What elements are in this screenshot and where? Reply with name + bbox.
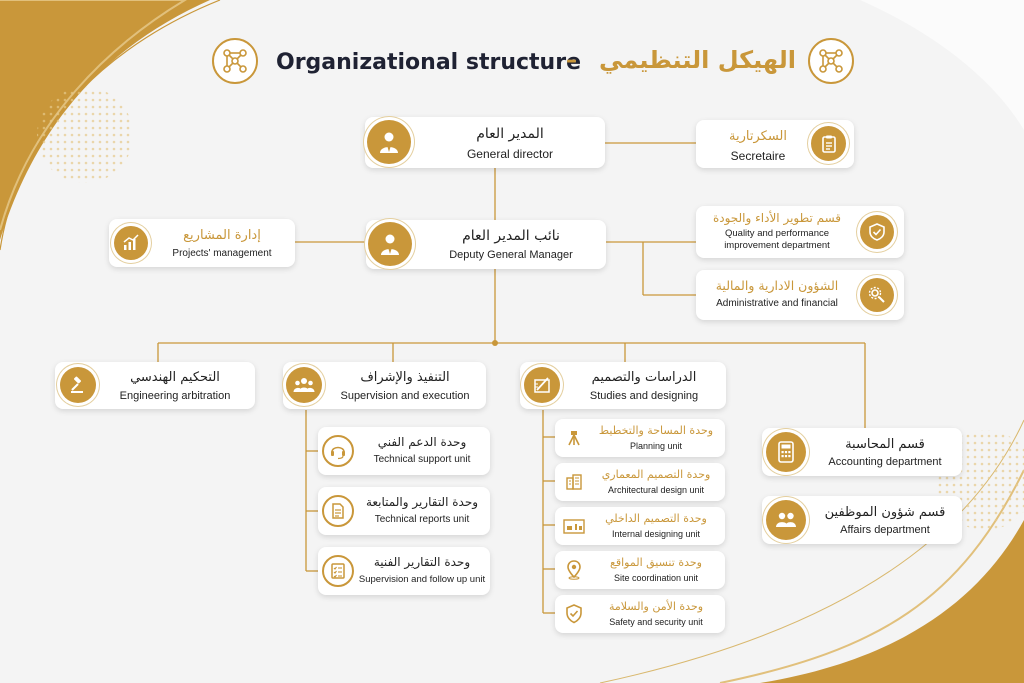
supervision-ar: التنفيذ والإشراف xyxy=(360,370,450,385)
affairs-en: Affairs department xyxy=(840,524,930,536)
top-left-swoosh xyxy=(0,0,210,240)
buildings-icon xyxy=(560,468,588,496)
supervision-execution-node[interactable]: التنفيذ والإشراف Supervision and executi… xyxy=(283,362,486,409)
studies-ar: الدراسات والتصميم xyxy=(591,370,697,385)
quality-ar: قسم تطوير الأداء والجودة xyxy=(712,211,842,225)
deputy-en: Deputy General Manager xyxy=(449,249,573,261)
planning-unit-node[interactable]: وحدة المساحة والتخطيط Planning unit xyxy=(555,419,725,457)
quality-en-line2: improvement department xyxy=(724,240,830,251)
safety-ar: وحدة الأمن والسلامة xyxy=(608,600,704,613)
architectural-design-unit-node[interactable]: وحدة التصميم المعماري Architectural desi… xyxy=(555,463,725,501)
quality-department-node[interactable]: قسم تطوير الأداء والجودة Quality and per… xyxy=(696,206,904,258)
user-tie-icon xyxy=(367,120,411,164)
internal-designing-unit-node[interactable]: وحدة التصميم الداخلي Internal designing … xyxy=(555,507,725,545)
projects-ar: إدارة المشاريع xyxy=(183,228,261,243)
employees-icon xyxy=(766,500,806,540)
planning-en: Planning unit xyxy=(629,441,683,451)
supervision-en: Supervision and execution xyxy=(340,390,470,402)
projects-en: Projects' management xyxy=(172,248,272,259)
technical-reports-unit-node[interactable]: وحدة التقارير والمتابعة Technical report… xyxy=(318,487,490,535)
internal-design-en: Internal designing unit xyxy=(611,529,701,539)
technical-reports-en: Technical reports unit xyxy=(374,514,470,525)
arbitration-en: Engineering arbitration xyxy=(119,390,231,402)
gavel-icon xyxy=(60,367,96,403)
survey-tripod-icon xyxy=(560,424,588,452)
general-director-en: General director xyxy=(466,147,554,161)
calculator-icon xyxy=(766,432,806,472)
internal-design-ar: وحدة التصميم الداخلي xyxy=(605,512,707,525)
deputy-manager-node[interactable]: نائب المدير العام Deputy General Manager xyxy=(366,220,606,269)
site-coordination-unit-node[interactable]: وحدة تنسيق المواقع Site coordination uni… xyxy=(555,551,725,589)
accounting-en: Accounting department xyxy=(828,456,942,468)
header: Organizational structure – الهيكل التنظي… xyxy=(0,38,1024,88)
engineering-arbitration-node[interactable]: التحكيم الهندسي Engineering arbitration xyxy=(55,362,255,409)
checklist-icon xyxy=(322,555,354,587)
safety-security-unit-node[interactable]: وحدة الأمن والسلامة Safety and security … xyxy=(555,595,725,633)
supervision-follow-up-unit-node[interactable]: وحدة التقارير الفنية Supervision and fol… xyxy=(318,547,490,595)
architectural-ar: وحدة التصميم المعماري xyxy=(601,468,711,481)
supervision-follow-up-ar: وحدة التقارير الفنية xyxy=(373,555,471,569)
projects-management-node[interactable]: إدارة المشاريع Projects' management xyxy=(109,219,295,267)
title-arabic: الهيكل التنظيمي xyxy=(599,46,796,74)
admin-en: Administrative and financial xyxy=(716,298,838,309)
deputy-ar: نائب المدير العام xyxy=(462,228,560,244)
general-director-ar: المدير العام xyxy=(476,126,544,142)
clipboard-icon xyxy=(811,126,846,161)
arbitration-ar: التحكيم الهندسي xyxy=(130,370,220,385)
title-english: Organizational structure xyxy=(276,50,581,75)
quality-en-line1: Quality and performance xyxy=(724,228,830,239)
interior-icon xyxy=(560,512,588,540)
admin-ar: الشؤون الادارية والمالية xyxy=(715,278,839,293)
headset-icon xyxy=(322,435,354,467)
shield-check-icon xyxy=(860,215,894,249)
growth-chart-icon xyxy=(114,226,148,260)
safety-en: Safety and security unit xyxy=(609,617,703,627)
general-director-node[interactable]: المدير العام General director xyxy=(365,117,605,168)
secretaire-ar: السكرتارية xyxy=(729,129,787,144)
secretaire-node[interactable]: السكرتارية Secretaire xyxy=(696,120,854,168)
studies-en: Studies and designing xyxy=(589,390,699,402)
team-icon xyxy=(286,367,322,403)
dot-pattern-left xyxy=(37,87,133,183)
accounting-ar: قسم المحاسبة xyxy=(845,437,925,452)
affairs-ar: قسم شؤون الموظفين xyxy=(824,505,946,520)
technical-reports-ar: وحدة التقارير والمتابعة xyxy=(365,495,479,509)
location-pin-icon xyxy=(560,556,588,584)
accounting-department-node[interactable]: قسم المحاسبة Accounting department xyxy=(762,428,962,476)
site-coordination-en: Site coordination unit xyxy=(613,573,699,583)
studies-designing-node[interactable]: الدراسات والتصميم Studies and designing xyxy=(520,362,726,409)
network-icon xyxy=(212,38,258,84)
administrative-financial-node[interactable]: الشؤون الادارية والمالية Administrative … xyxy=(696,270,904,320)
technical-support-unit-node[interactable]: وحدة الدعم الفني Technical support unit xyxy=(318,427,490,475)
safety-shield-icon xyxy=(560,600,588,628)
architectural-en: Architectural design unit xyxy=(607,485,705,495)
affairs-department-node[interactable]: قسم شؤون الموظفين Affairs department xyxy=(762,496,962,544)
technical-support-ar: وحدة الدعم الفني xyxy=(377,435,467,449)
design-ruler-icon xyxy=(524,367,560,403)
document-icon xyxy=(322,495,354,527)
network-icon xyxy=(808,38,854,84)
title-separator: – xyxy=(566,48,577,73)
site-coordination-ar: وحدة تنسيق المواقع xyxy=(610,556,702,569)
technical-support-en: Technical support unit xyxy=(373,454,471,465)
gear-search-icon xyxy=(860,278,894,312)
planning-ar: وحدة المساحة والتخطيط xyxy=(598,424,714,437)
supervision-follow-up-en: Supervision and follow up unit xyxy=(358,574,486,585)
bottom-right-swoosh xyxy=(760,520,1024,683)
secretaire-en: Secretaire xyxy=(730,149,786,163)
user-tie-icon xyxy=(368,222,412,266)
